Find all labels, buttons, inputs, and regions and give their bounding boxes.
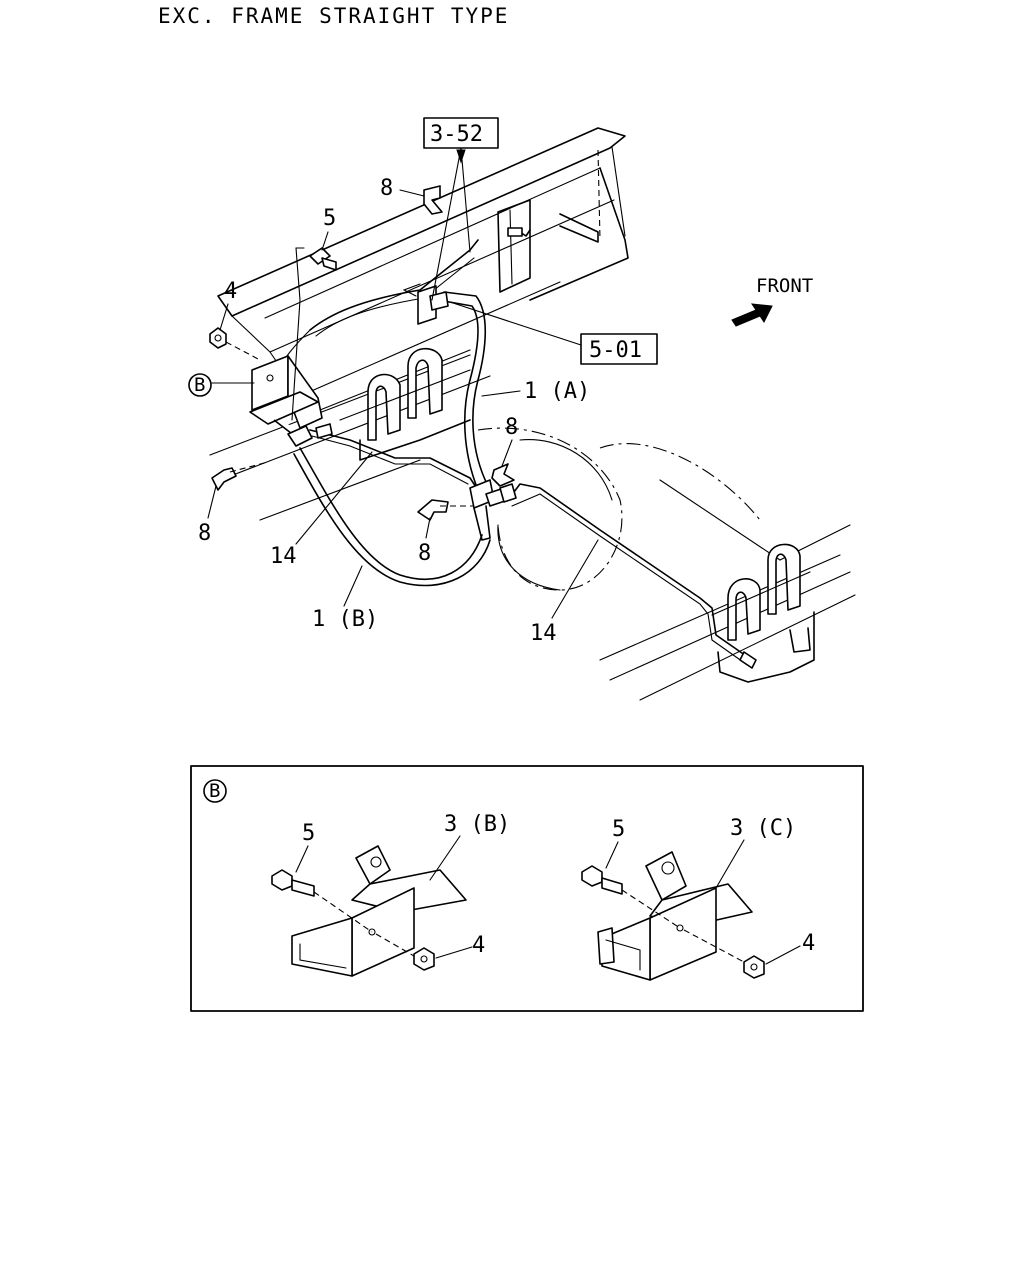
front-label: FRONT: [756, 275, 813, 297]
nut-4-left: [375, 933, 435, 971]
detail-marker-main: B: [194, 374, 205, 396]
callout-8-top: 8: [380, 176, 393, 201]
clip-left: [211, 467, 237, 491]
bracket-3b: [291, 845, 467, 977]
u-bolt-right: [711, 543, 815, 683]
detail-marker-box: B: [209, 780, 220, 802]
bracket-b: [249, 355, 333, 447]
callouts: B 8 5 4 1 (A) 8 8 8 14 1 (B) 14: [188, 176, 599, 646]
detail-b-panel: B 5 3 (B) 4: [190, 765, 864, 1012]
frame-rail: [217, 127, 629, 397]
axle-housing: [209, 349, 856, 701]
callout-14-left: 14: [270, 544, 297, 569]
ref-3-52-label: 3-52: [430, 122, 483, 147]
callout-5-top: 5: [323, 206, 336, 231]
bolt-5-left: [271, 869, 373, 933]
assembly-lines: [225, 247, 474, 507]
ref-box-5-01: 5-01: [449, 301, 658, 365]
callout-14-right: 14: [530, 621, 557, 646]
detail-callout-3c: 3 (C): [730, 816, 796, 841]
lower-hose-fittings: [469, 479, 517, 541]
upper-hose-fitting: [402, 283, 449, 325]
detail-callout-4-left: 4: [472, 933, 485, 958]
brake-pipe-left: [309, 429, 483, 497]
callout-4-top: 4: [224, 279, 237, 304]
ref-5-01-label: 5-01: [589, 338, 642, 363]
brake-hose-1b: [293, 447, 491, 587]
bolt-5-top: [309, 247, 337, 271]
detail-callout-3b: 3 (B): [444, 812, 510, 837]
clip-low: [417, 499, 449, 521]
bracket-3c: [597, 851, 753, 981]
callout-8-mid: 8: [505, 415, 518, 440]
brake-pipe-right: [507, 483, 757, 669]
clip-mid-right: [491, 463, 515, 487]
front-direction: FRONT: [731, 275, 813, 327]
diagram-title: EXC. FRAME STRAIGHT TYPE: [158, 4, 509, 28]
callout-1b: 1 (B): [312, 607, 378, 632]
bolt-5-right: [581, 865, 681, 929]
clip-top: [423, 185, 443, 215]
front-arrow-icon: [731, 303, 773, 327]
detail-callout-4-right: 4: [802, 931, 815, 956]
detail-callout-5-right: 5: [612, 817, 625, 842]
detail-callout-5-left: 5: [302, 821, 315, 846]
callout-8-low: 8: [418, 541, 431, 566]
callout-1a: 1 (A): [524, 379, 590, 404]
brake-hose-1a: [437, 291, 489, 491]
callout-8-left: 8: [198, 521, 211, 546]
nut-4-top: [209, 327, 227, 349]
nut-4-right: [683, 929, 765, 979]
ref-box-3-52: 3-52: [423, 117, 499, 301]
